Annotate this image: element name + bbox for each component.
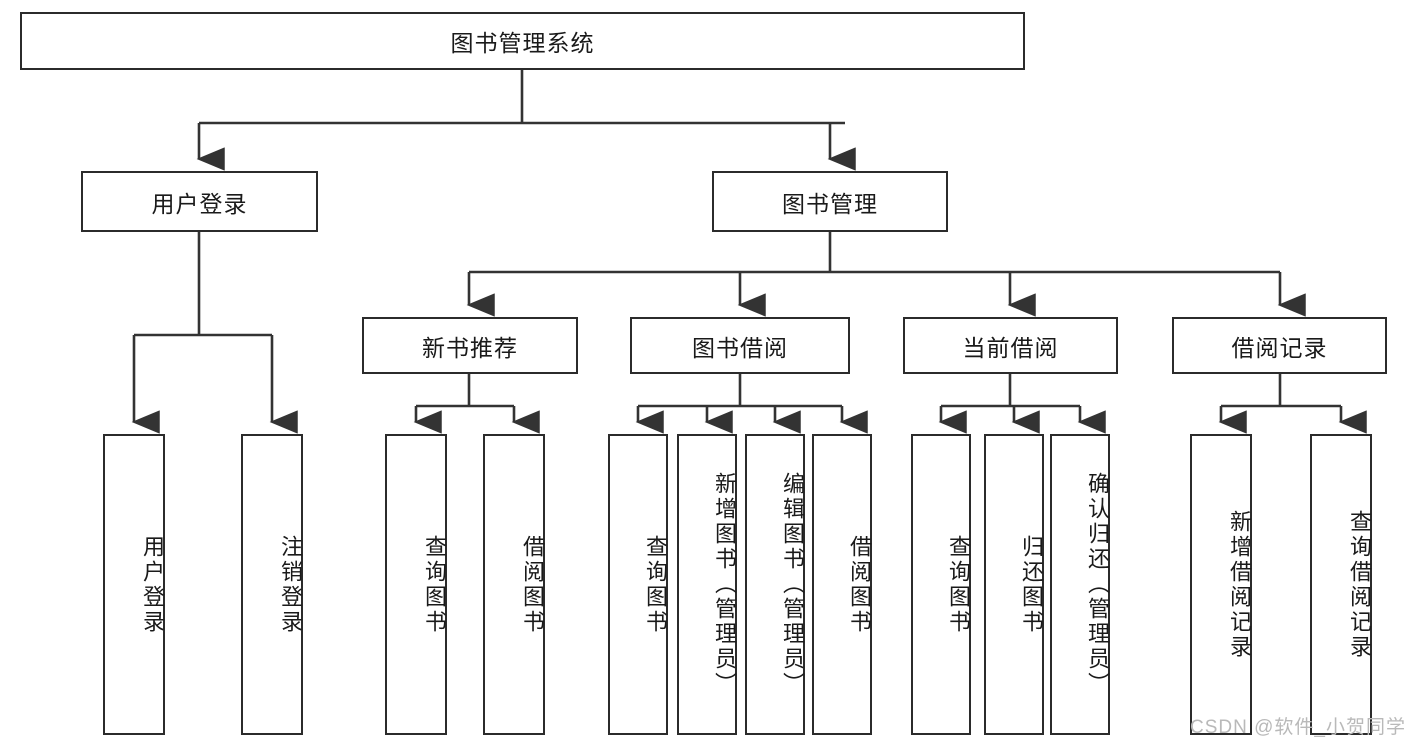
- leaf-query-book-recommend[interactable]: 查询图书: [385, 434, 447, 735]
- node-label: 确认归还（管理员）: [1085, 472, 1110, 697]
- node-label: 用户登录: [140, 534, 165, 635]
- node-label: 注销登录: [278, 534, 303, 635]
- leaf-add-book-admin[interactable]: 新增图书（管理员）: [677, 434, 737, 735]
- node-label: 借阅图书: [847, 534, 872, 635]
- node-label: 编辑图书（管理员）: [780, 472, 805, 697]
- node-current-borrow[interactable]: 当前借阅: [903, 317, 1118, 374]
- node-borrow-record[interactable]: 借阅记录: [1172, 317, 1387, 374]
- node-label: 查询图书: [643, 534, 668, 635]
- leaf-edit-book-admin[interactable]: 编辑图书（管理员）: [745, 434, 805, 735]
- node-label: 查询图书: [422, 534, 447, 635]
- leaf-return-book[interactable]: 归还图书: [984, 434, 1044, 735]
- node-label: 当前借阅: [962, 334, 1059, 361]
- node-label: 查询借阅记录: [1347, 509, 1372, 660]
- leaf-query-borrow-record[interactable]: 查询借阅记录: [1310, 434, 1372, 735]
- leaf-borrow-book-recommend[interactable]: 借阅图书: [483, 434, 545, 735]
- node-label: 新书推荐: [422, 334, 518, 361]
- leaf-borrow-book[interactable]: 借阅图书: [812, 434, 872, 735]
- leaf-query-book-current[interactable]: 查询图书: [911, 434, 971, 735]
- node-label: 查询图书: [946, 534, 971, 635]
- node-label: 借阅记录: [1231, 334, 1328, 361]
- node-label: 新增图书（管理员）: [712, 472, 737, 697]
- node-label: 归还图书: [1019, 534, 1044, 635]
- leaf-user-login[interactable]: 用户登录: [103, 434, 165, 735]
- node-root[interactable]: 图书管理系统: [20, 12, 1025, 70]
- node-book-management[interactable]: 图书管理: [712, 171, 948, 232]
- node-user-login[interactable]: 用户登录: [81, 171, 318, 232]
- node-label: 借阅图书: [520, 534, 545, 635]
- node-label: 图书管理: [782, 190, 878, 217]
- node-book-borrow[interactable]: 图书借阅: [630, 317, 850, 374]
- node-label: 图书管理系统: [450, 30, 595, 56]
- leaf-logout[interactable]: 注销登录: [241, 434, 303, 735]
- node-label: 新增借阅记录: [1227, 509, 1252, 660]
- leaf-add-borrow-record[interactable]: 新增借阅记录: [1190, 434, 1252, 735]
- node-new-book-recommend[interactable]: 新书推荐: [362, 317, 578, 374]
- node-label: 图书借阅: [692, 334, 788, 361]
- leaf-confirm-return-admin[interactable]: 确认归还（管理员）: [1050, 434, 1110, 735]
- leaf-query-book-borrow[interactable]: 查询图书: [608, 434, 668, 735]
- node-label: 用户登录: [151, 190, 248, 217]
